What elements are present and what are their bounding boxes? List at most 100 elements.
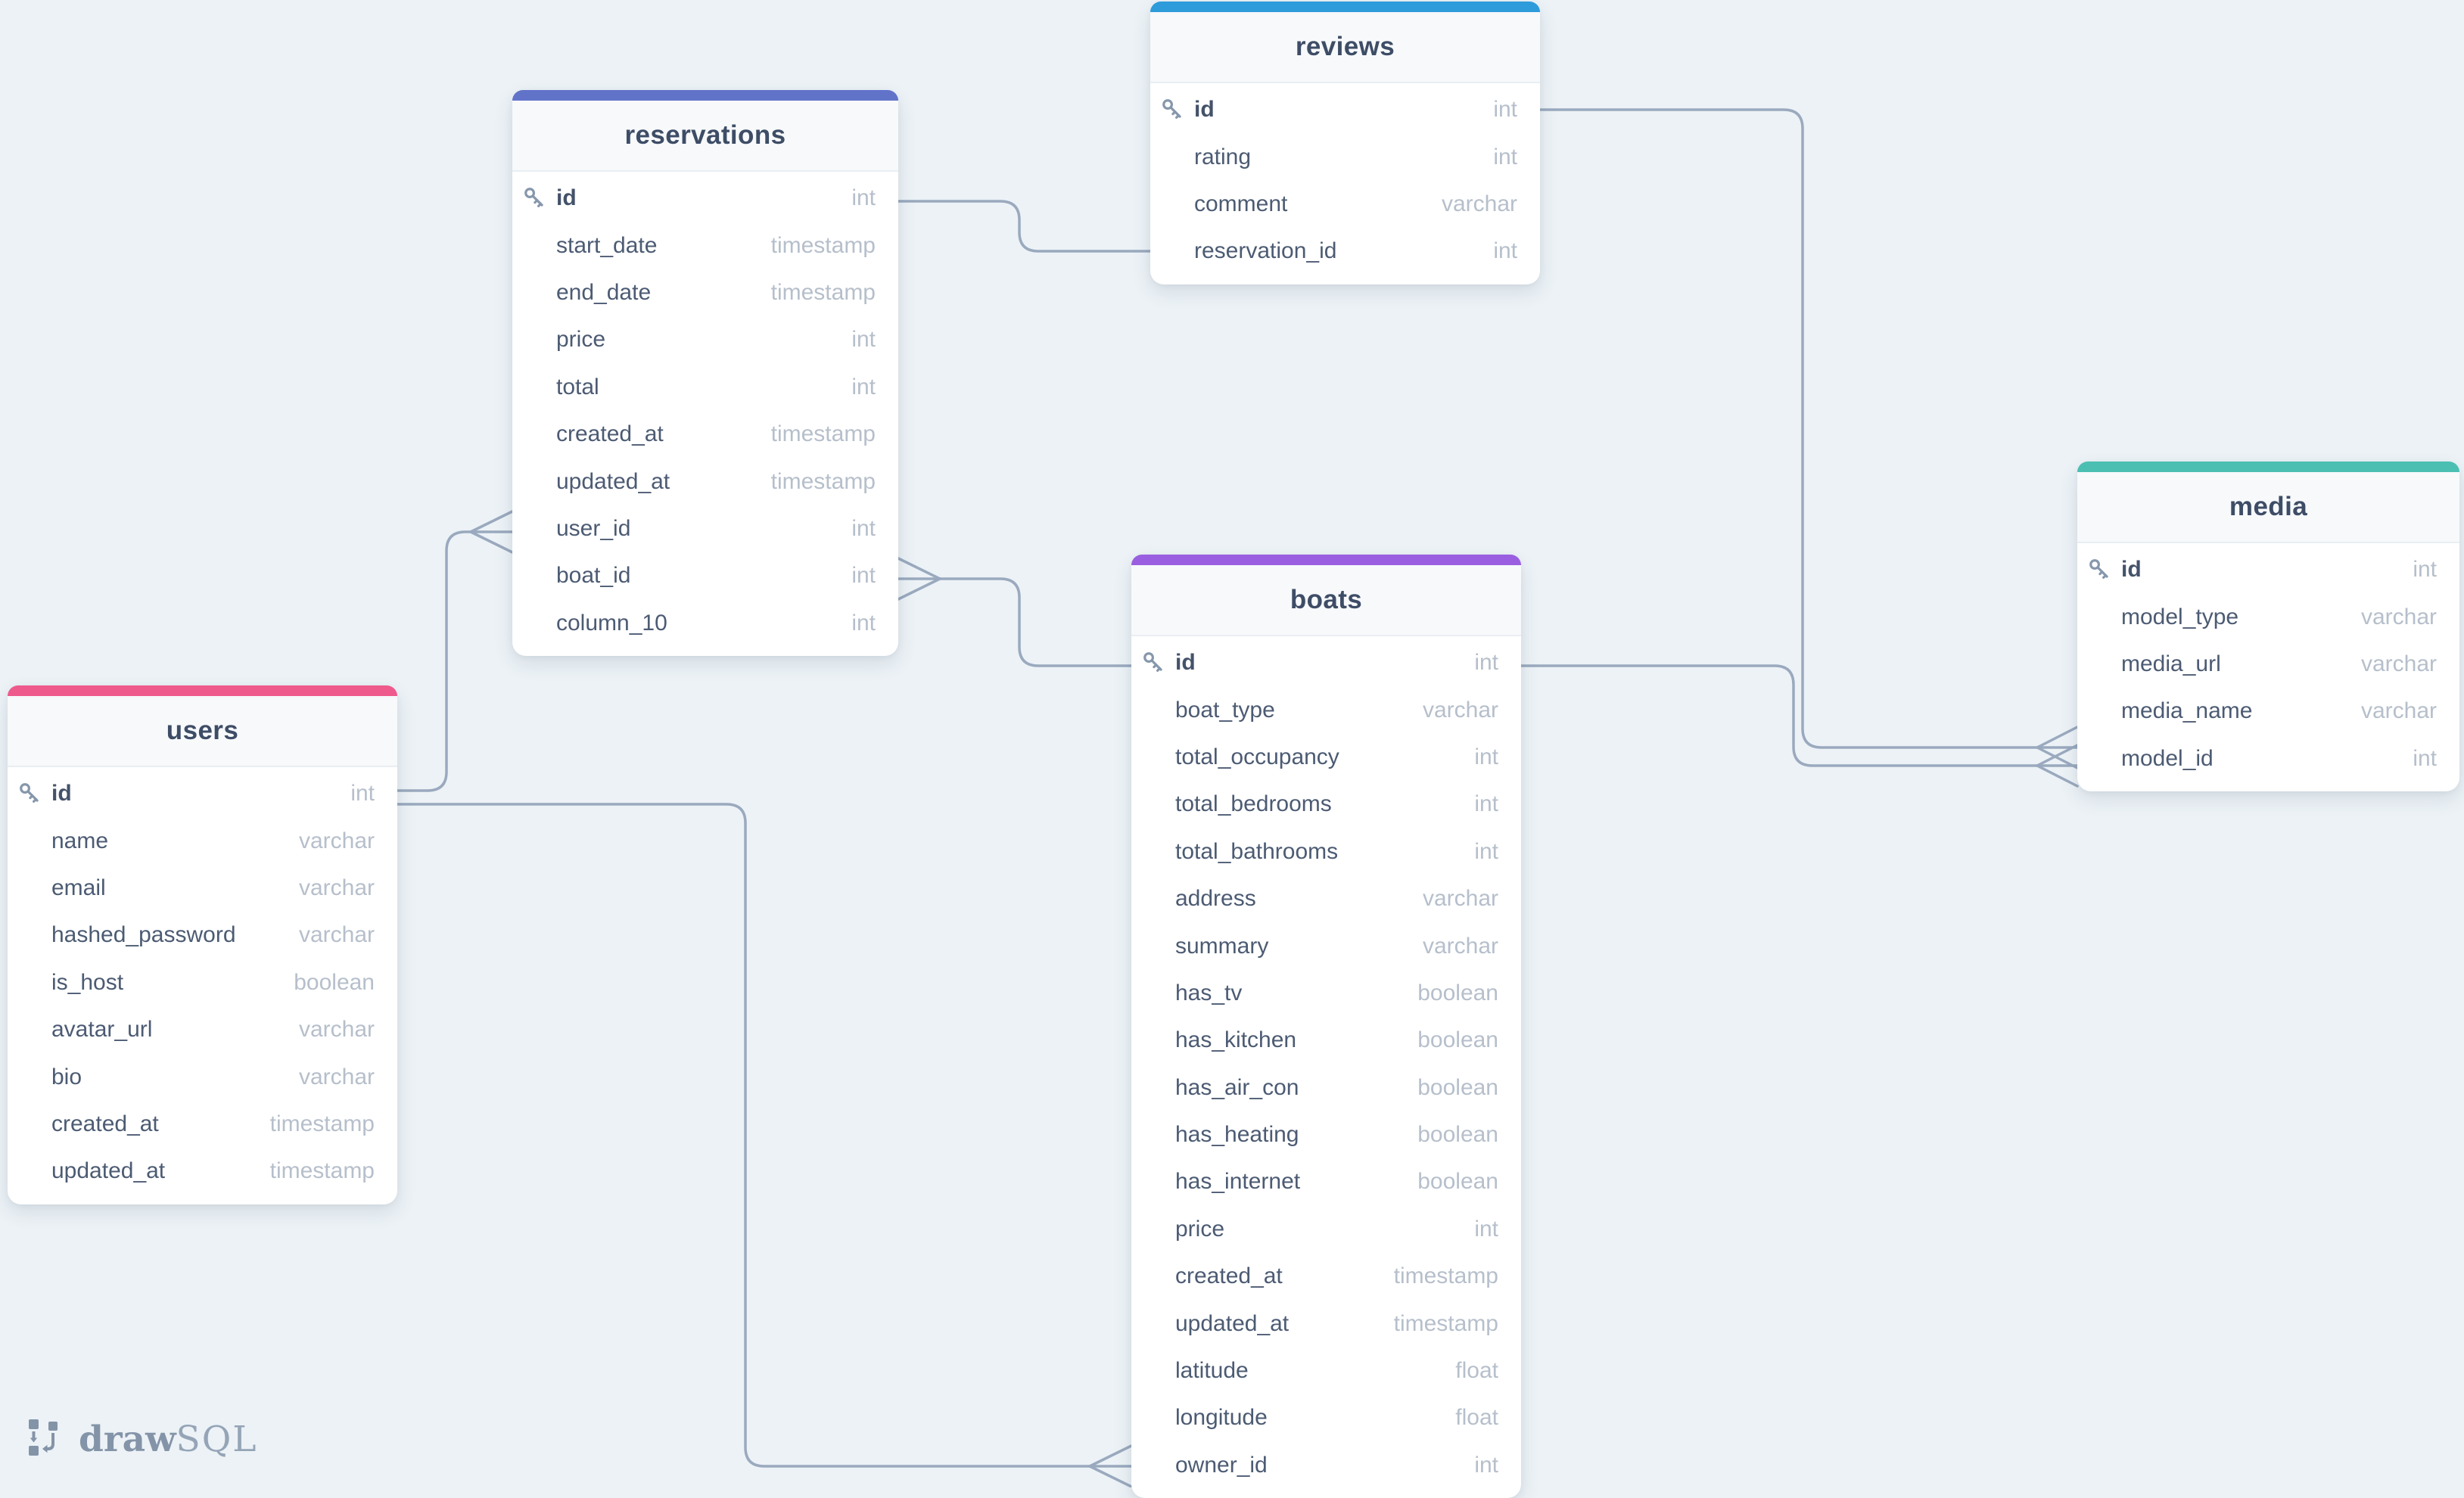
crow-foot-media.model_id <box>2036 764 2079 788</box>
table-name[interactable]: users <box>8 696 397 767</box>
column-type: int <box>2413 745 2437 771</box>
table-name[interactable]: reservations <box>512 101 898 172</box>
table-accent-bar <box>1150 2 1540 12</box>
table-accent-bar <box>512 90 898 101</box>
column-type: boolean <box>294 969 375 995</box>
column-row-model_id[interactable]: model_id int <box>2077 735 2459 782</box>
column-row-total_bathrooms[interactable]: total_bathrooms int <box>1131 828 1521 875</box>
table-name[interactable]: reviews <box>1150 12 1540 83</box>
table-name[interactable]: boats <box>1131 565 1521 636</box>
primary-key-icon <box>524 188 543 208</box>
relationship-line-reviews.id-to-media.model_id[interactable] <box>1538 108 2039 749</box>
column-name: total_bathrooms <box>1175 838 1339 864</box>
column-type: int <box>1474 838 1498 864</box>
column-name: model_id <box>2121 745 2214 771</box>
table-name[interactable]: media <box>2077 472 2459 543</box>
column-name: updated_at <box>1175 1310 1290 1336</box>
column-name: hashed_password <box>51 922 236 948</box>
column-type: varchar <box>298 875 375 900</box>
relationship-line-boats.id-to-reservations.boat_id[interactable] <box>938 577 1133 667</box>
column-type: timestamp <box>770 232 876 258</box>
column-type: timestamp <box>770 279 876 305</box>
column-name: total_occupancy <box>1175 744 1339 769</box>
column-name: name <box>51 828 109 853</box>
column-name: updated_at <box>556 468 670 494</box>
relationship-line-reservations.id-to-reviews.reservation_id[interactable] <box>897 200 1152 253</box>
column-type: int <box>1474 650 1498 676</box>
drawsql-watermark: drawSQL <box>26 1416 258 1462</box>
column-type: int <box>851 515 876 541</box>
brand-draw: draw <box>79 1419 176 1460</box>
column-type: int <box>2413 557 2437 583</box>
column-type: int <box>851 185 876 211</box>
column-type: int <box>851 374 876 399</box>
key-slot <box>18 782 51 806</box>
column-name: address <box>1175 886 1256 912</box>
crow-foot-reservations.user_id <box>469 530 514 554</box>
brand-sql: SQL <box>176 1419 258 1460</box>
relationship-line-boats.id-to-media.model_id[interactable] <box>1520 664 2039 767</box>
column-type: timestamp <box>770 421 876 447</box>
primary-key-icon <box>20 783 39 803</box>
relationship-line-users.id-to-boats.owner_id[interactable] <box>396 803 1091 1468</box>
column-name: id <box>1194 97 1215 123</box>
column-type: varchar <box>298 1064 375 1089</box>
column-name: created_at <box>51 1111 159 1136</box>
column-type: int <box>350 781 375 806</box>
relationship-line-users.id-to-reservations.user_id[interactable] <box>396 530 472 792</box>
